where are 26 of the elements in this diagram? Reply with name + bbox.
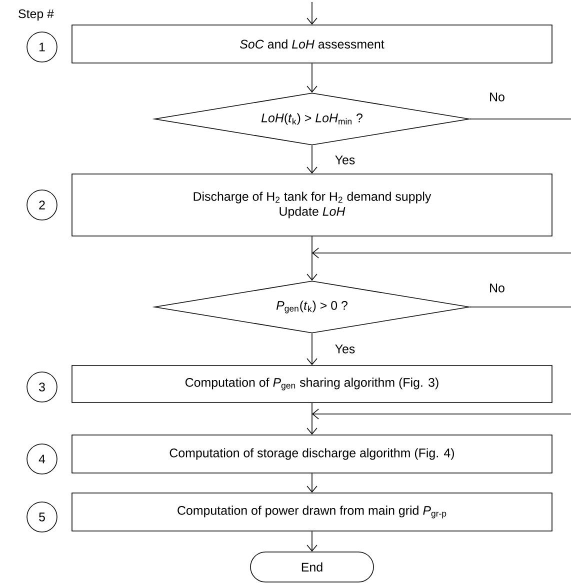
process-box: SoC and LoH assessment [72,24,552,64]
step-number: 5 [26,502,58,532]
process-box: Computation of storage discharge algorithm (Fig. 4) [72,434,552,474]
step-number: 4 [26,444,58,474]
step-heading: Step # [18,9,54,21]
arrow [306,333,318,366]
process-box: Discharge of H$_{2}$ tank for H$_{2}$ demand supply Update LoH [72,174,552,236]
step-number: 3 [26,372,58,402]
process-box: Computation of P$_{gen}$ sharing algorithm (Fig. 3) [72,365,552,403]
edge-label: No [490,284,504,292]
arrow [306,63,318,93]
arrow [306,145,318,174]
process-box: Computation of power drawn from main grid P$_{gr-p}$ [72,492,552,532]
edge-label: No [490,92,504,102]
arrow [312,408,571,420]
edge-label: Yes [335,156,355,164]
arrow [312,248,571,258]
arrow [306,531,318,552]
step-number: 2 [26,190,58,220]
arrow [306,473,318,493]
step-number: 1 [26,32,58,62]
arrow [306,402,318,435]
arrow [306,2,318,25]
arrow [306,236,318,281]
edge-label: Yes [335,344,355,354]
end-terminal: End [250,552,374,582]
